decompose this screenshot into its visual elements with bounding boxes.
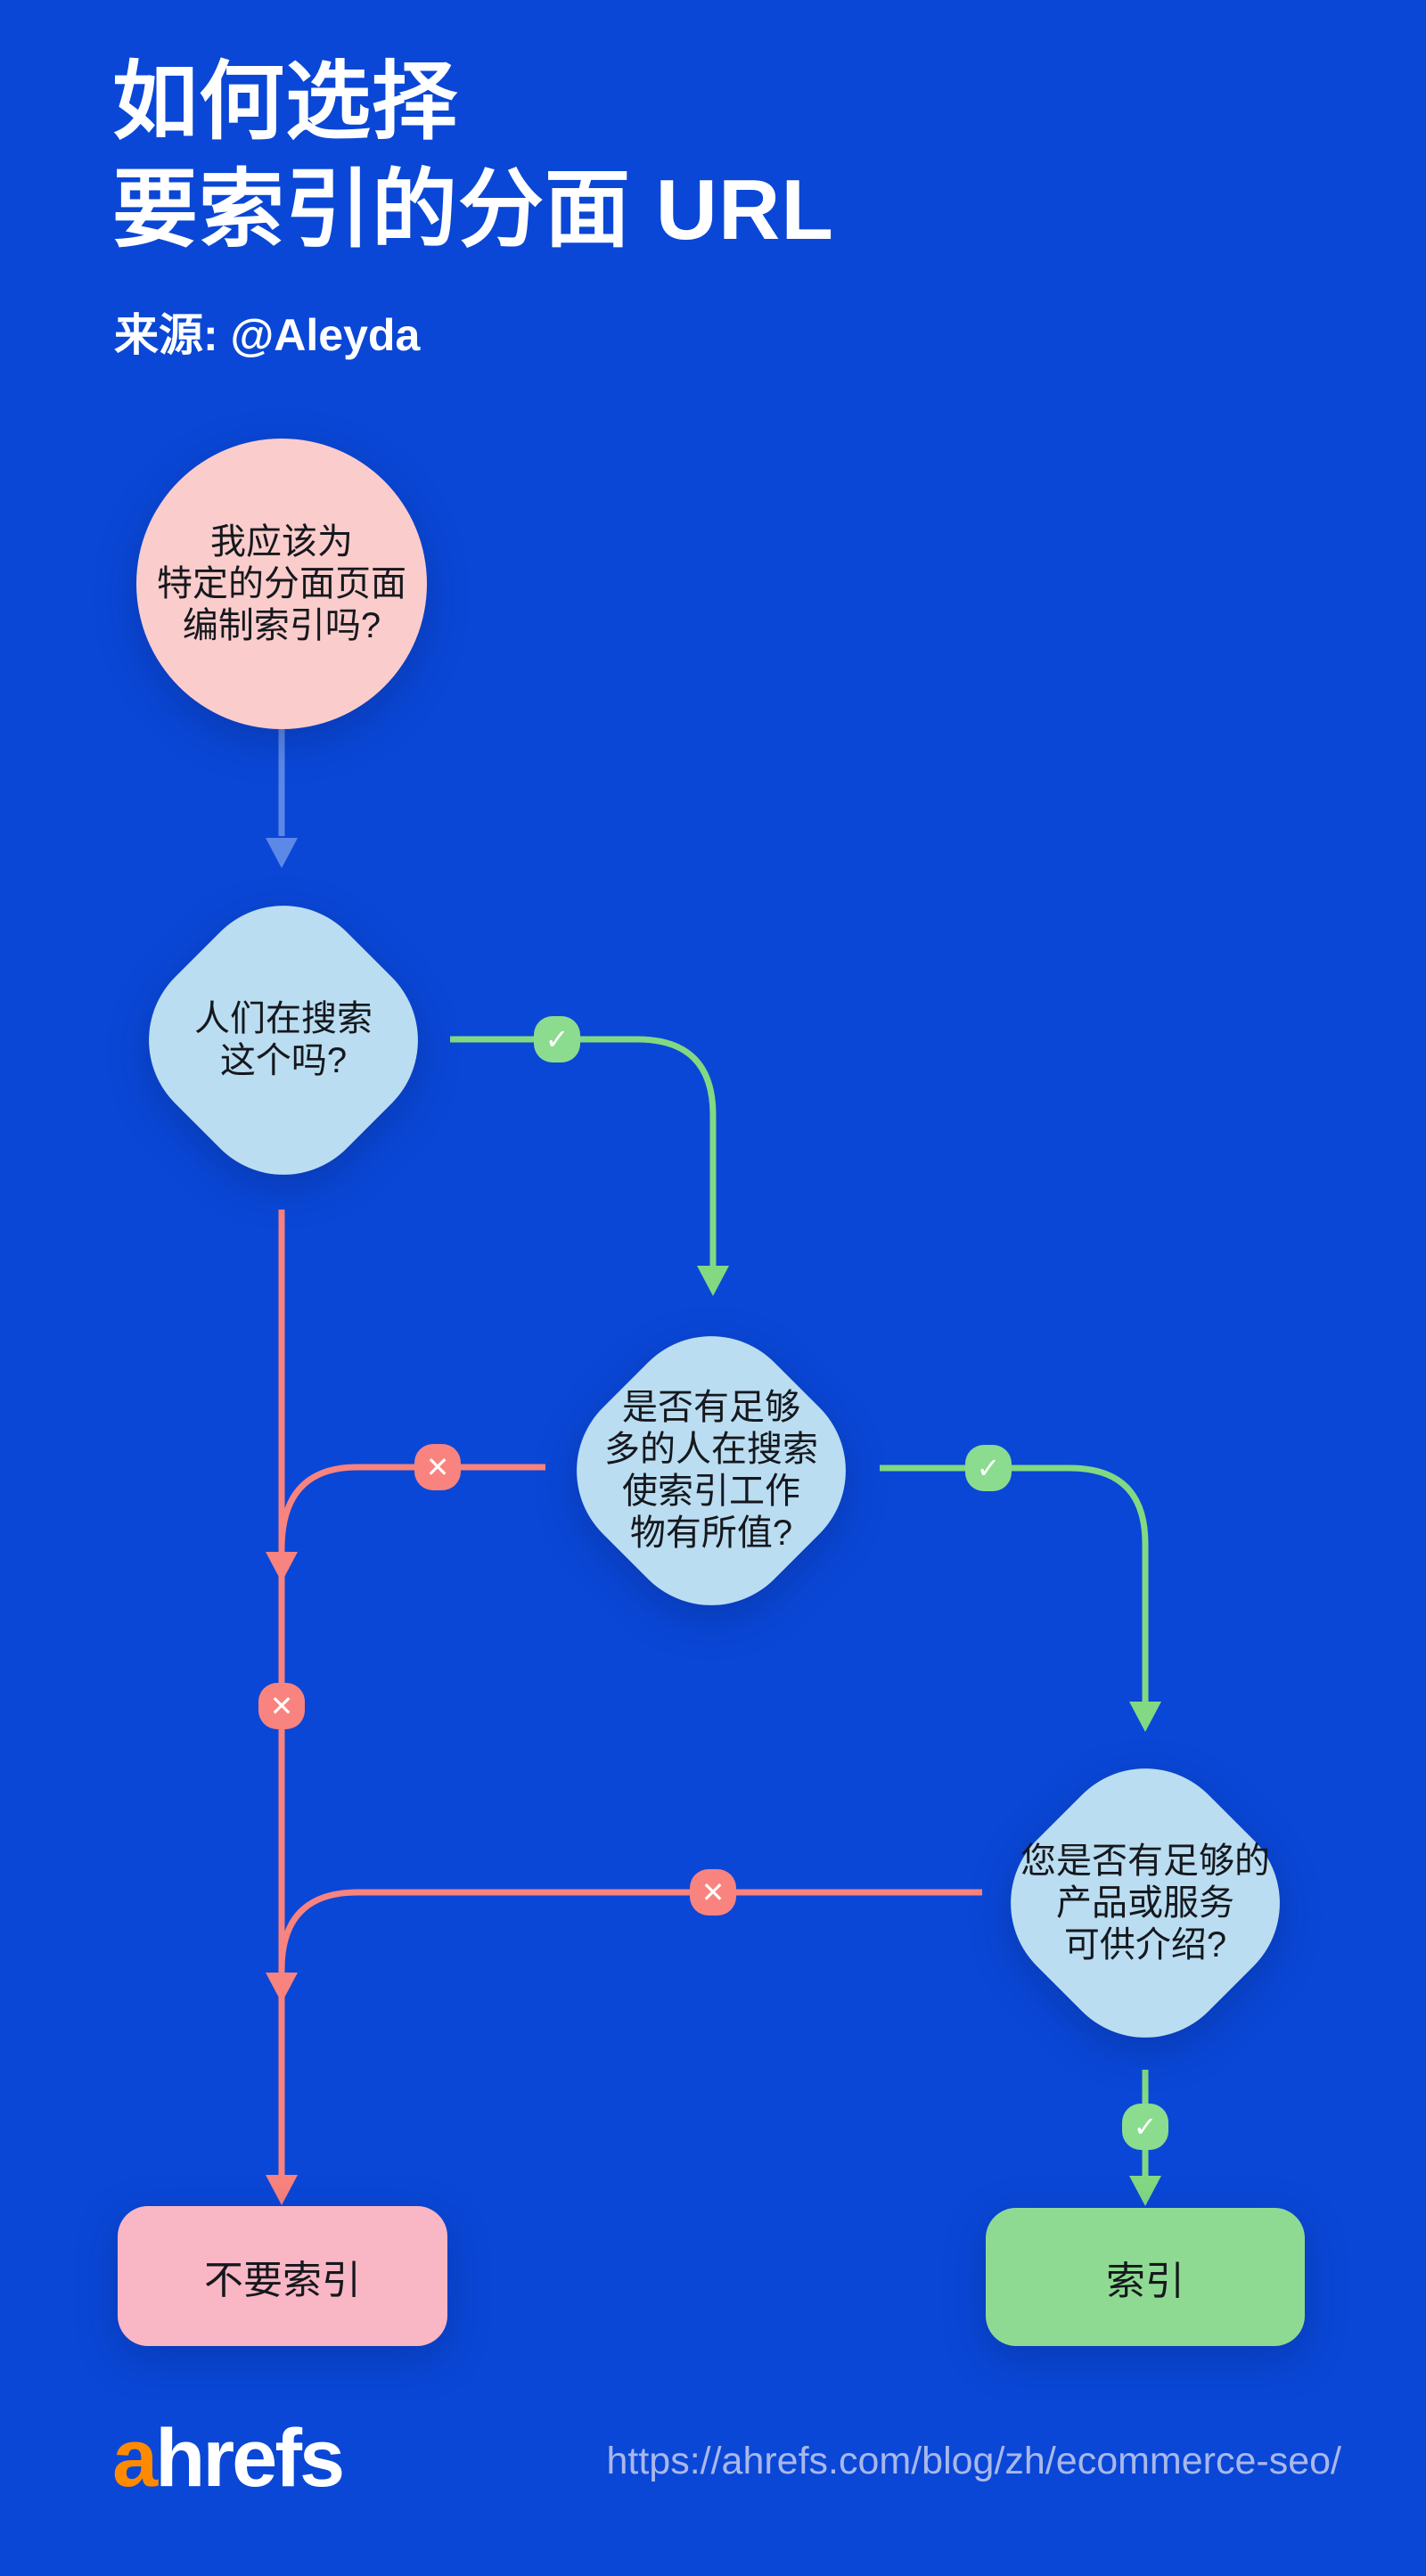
- index-label: 索引: [1106, 2259, 1184, 2303]
- yes-badge-q1: ✓: [534, 1016, 580, 1062]
- arrowhead-merge-q3-no: [266, 1973, 298, 2003]
- check-icon: ✓: [1133, 2111, 1158, 2143]
- cross-icon: ✕: [701, 1876, 725, 1908]
- q1-question-text: 人们在搜索 这个吗?: [194, 999, 373, 1080]
- arrowhead-q3-yes-to-index: [1129, 2176, 1161, 2206]
- end-node-do-not-index: 不要索引: [118, 2206, 447, 2346]
- source-credit: 来源: @Aleyda: [114, 310, 421, 360]
- yes-badge-q3: ✓: [1122, 2104, 1168, 2150]
- node-q2-enough-searchers: 是否有足够 多的人在搜索 使索引工作 物有所值?: [539, 1299, 883, 1643]
- node-q1-people-searching: 人们在搜索 这个吗?: [111, 868, 455, 1212]
- ahrefs-logo: ahrefs: [112, 2417, 345, 2499]
- check-icon: ✓: [545, 1023, 570, 1055]
- yes-badge-q2: ✓: [965, 1445, 1012, 1491]
- check-icon: ✓: [976, 1452, 1001, 1484]
- no-badge-q3: ✕: [690, 1869, 736, 1916]
- edge-q2-yes-to-q3: [880, 1464, 1149, 1703]
- do-not-index-label: 不要索引: [204, 2258, 361, 2302]
- ahrefs-logo-accent: a: [112, 2413, 158, 2504]
- ahrefs-logo-text: hrefs: [155, 2413, 345, 2504]
- arrowhead-to-noindex: [266, 2175, 298, 2205]
- q3-question-text: 您是否有足够的 产品或服务 可供介绍?: [1020, 1841, 1270, 1965]
- cross-icon: ✕: [425, 1451, 450, 1483]
- edge-q3-no-join: [278, 1889, 982, 1971]
- q2-question-text: 是否有足够 多的人在搜索 使索引工作 物有所值?: [604, 1388, 818, 1553]
- arrowhead-q2-yes-to-q3: [1129, 1702, 1161, 1732]
- start-question-text: 我应该为 特定的分面页面 编制索引吗?: [157, 521, 406, 645]
- source-url: https://ahrefs.com/blog/zh/ecommerce-seo…: [606, 2440, 1341, 2482]
- arrowhead-q1-yes-to-q2: [697, 1266, 729, 1296]
- page-title: 如何选择 要索引的分面 URL: [112, 54, 834, 258]
- node-start-question: 我应该为 特定的分面页面 编制索引吗?: [136, 439, 427, 729]
- start-circle-shape: [136, 439, 427, 729]
- no-badge-q2: ✕: [414, 1444, 461, 1490]
- arrowhead-start-to-q1: [266, 838, 298, 868]
- edge-q1-yes-to-q2: [450, 1036, 717, 1267]
- arrowhead-merge-q2-no: [266, 1552, 298, 1582]
- end-node-index: 索引: [986, 2208, 1305, 2346]
- edge-q2-no-join: [278, 1464, 545, 1550]
- cross-icon: ✕: [269, 1690, 294, 1722]
- no-badge-q1: ✕: [258, 1683, 305, 1729]
- node-q3-enough-products: 您是否有足够的 产品或服务 可供介绍?: [973, 1731, 1317, 2075]
